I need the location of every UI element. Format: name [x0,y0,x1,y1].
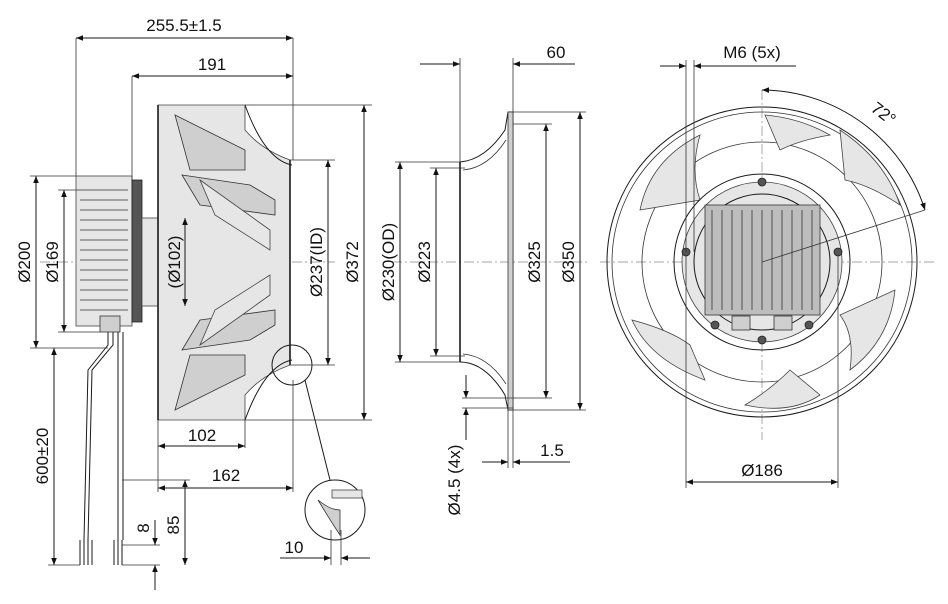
cables [79,332,124,565]
dim-diameter-230-od: Ø230(OD) [379,223,398,301]
dim-flange-15: 1.5 [540,441,564,460]
detail-view [304,479,366,541]
dim-length-102: 102 [188,426,216,445]
dim-inlet-60: 60 [547,43,566,62]
dim-cable-85: 85 [164,516,183,535]
dim-hole-45: Ø4.5 (4x) [445,445,464,516]
dim-diameter-200: Ø200 [15,241,34,283]
dim-diameter-372: Ø372 [343,241,362,283]
inlet-ring-view: 60 Ø230(OD) Ø223 Ø325 Ø350 Ø4.5 (4x) 1.5 [379,43,590,515]
dim-diameter-223: Ø223 [415,241,434,283]
dim-diameter-325: Ø325 [525,241,544,283]
dim-angle-72: 72° [867,98,899,129]
dim-diameter-102: (Ø102) [165,236,184,289]
dim-length-162: 162 [212,466,240,485]
dim-length-191: 191 [198,55,226,74]
front-view: M6 (5x) 72° Ø186 [600,43,935,488]
dim-overall-length: 255.5±1.5 [146,16,222,35]
dim-thread-m6: M6 (5x) [723,43,781,62]
dim-cable-8: 8 [134,523,153,532]
dim-diameter-350: Ø350 [559,241,578,283]
side-view: 255.5±1.5 191 Ø200 Ø169 (Ø102) Ø237(ID) … [15,16,372,590]
impeller [157,104,293,421]
dim-cable-length: 600±20 [33,428,52,485]
dim-detail-10: 10 [285,538,304,557]
dim-diameter-237-id: Ø237(ID) [307,227,326,297]
dim-diameter-169: Ø169 [43,241,62,283]
dim-diameter-186: Ø186 [741,461,783,480]
